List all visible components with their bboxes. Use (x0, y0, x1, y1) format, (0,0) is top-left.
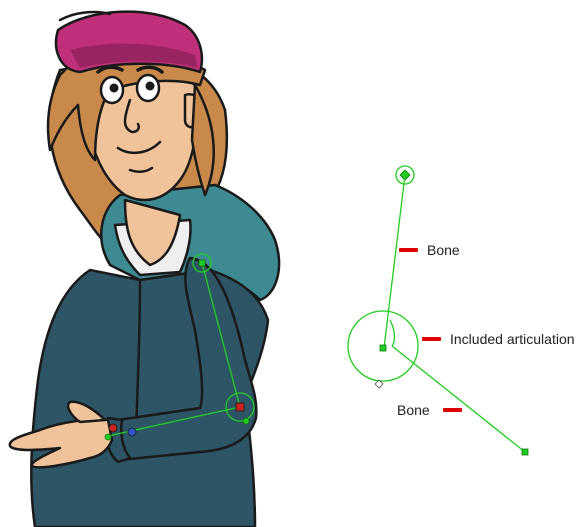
rig-wrist-node-a[interactable] (128, 428, 136, 436)
callouts (399, 248, 462, 412)
bone-joint-curve (390, 320, 394, 346)
rig-hand-node[interactable] (105, 434, 111, 440)
rig-elbow-node[interactable] (236, 403, 244, 411)
label-bone-upper: Bone (427, 242, 460, 258)
callout-dash-articulation (422, 337, 441, 341)
articulation-node[interactable] (380, 345, 386, 351)
label-bone-lower: Bone (397, 402, 430, 418)
label-included-articulation: Included articulation (450, 331, 575, 347)
upper-bone (384, 175, 405, 348)
end-node[interactable] (522, 449, 528, 455)
character-illustration (10, 12, 279, 527)
rig-wrist-node-b[interactable] (109, 424, 117, 432)
rig-elbow-sub-node[interactable] (243, 418, 249, 424)
lower-bone (392, 346, 525, 452)
callout-dash-bone-upper (399, 248, 418, 252)
callout-dash-bone-lower (443, 408, 462, 412)
bone-chain-diagram (348, 166, 528, 455)
rig-shoulder-node[interactable] (199, 260, 205, 266)
pupil-right (146, 82, 155, 91)
pupil-left (110, 84, 119, 93)
